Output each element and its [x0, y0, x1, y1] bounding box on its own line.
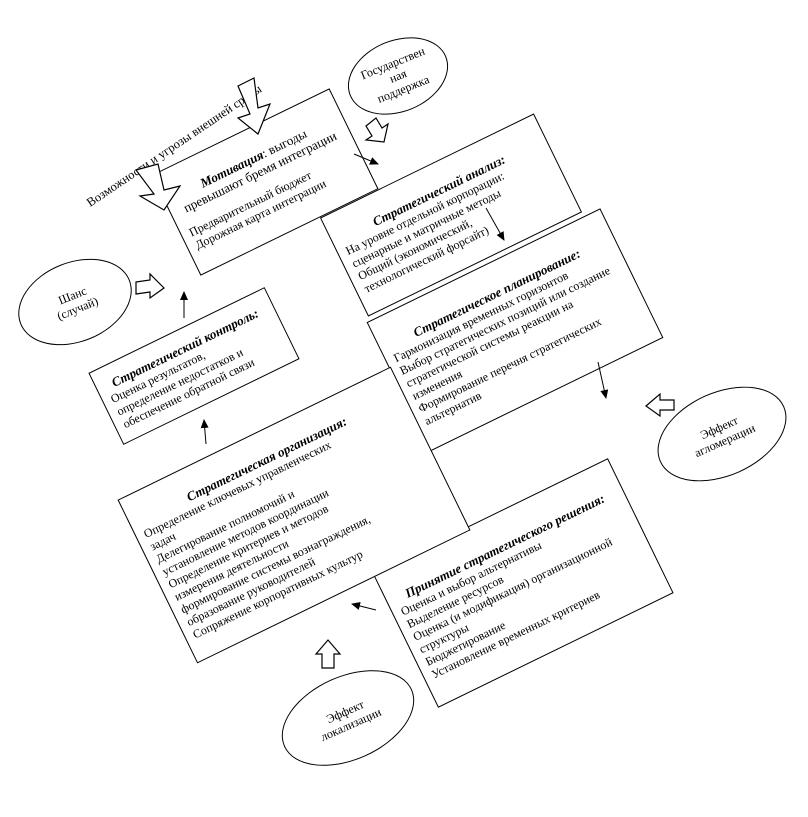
block-arrow-down-icon	[134, 163, 182, 211]
arrow-decision-to-organization	[351, 602, 377, 611]
block-arrow-right-icon	[135, 272, 165, 300]
arrow-planning-to-decision	[597, 361, 609, 399]
block-arrow-down-icon	[236, 77, 272, 135]
block-arrow-up-icon	[314, 639, 342, 669]
block-arrow-down-icon	[364, 117, 389, 143]
arrow-organization-to-control	[200, 419, 209, 445]
block-arrow-left-icon	[645, 392, 675, 418]
arrow-motivation-to-analysis	[353, 153, 379, 165]
arrow-analysis-to-planning	[485, 207, 505, 241]
